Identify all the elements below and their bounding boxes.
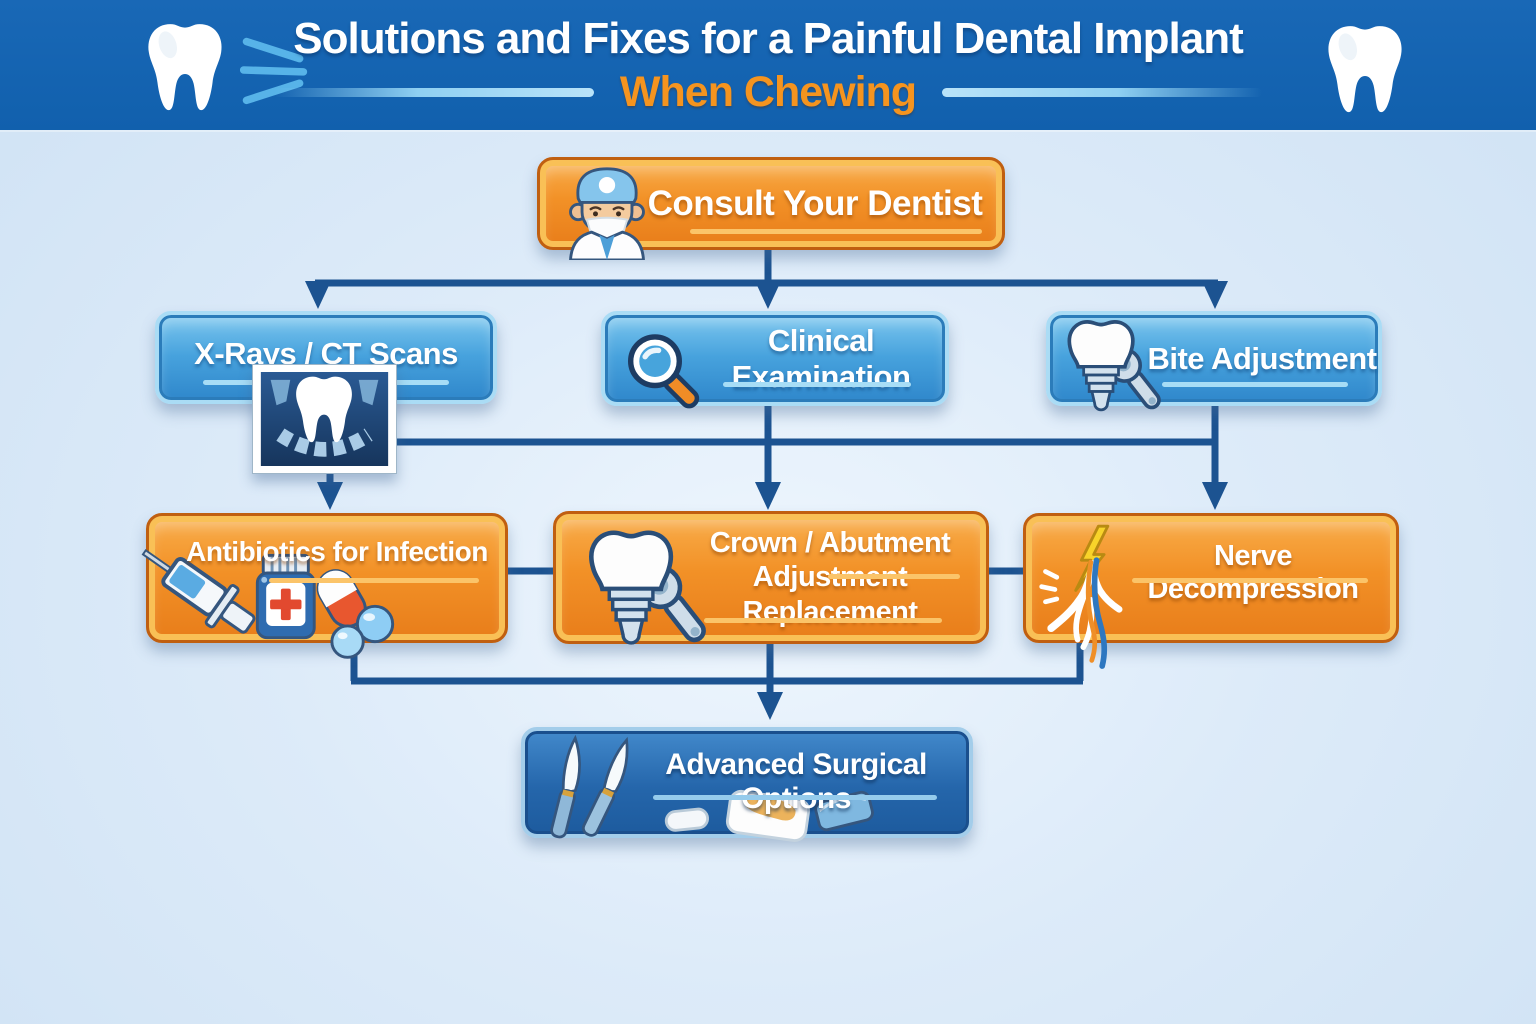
node-consult-your-dentist: Consult Your Dentist [537, 157, 1005, 260]
subtitle-row: When Chewing [0, 68, 1536, 117]
node-advanced-surgical-options: Advanced Surgical Options [521, 727, 973, 842]
label-underline [1132, 578, 1368, 583]
page-title: Solutions and Fixes for a Painful Dental… [293, 14, 1243, 63]
nerve-lightning-icon [1039, 524, 1123, 669]
magnifier-icon [628, 334, 700, 409]
node-label: Bite Adjustment [1147, 340, 1377, 376]
node-label: Nerve Decompression [1147, 540, 1359, 605]
label-underline [1162, 382, 1348, 387]
node-nerve-decompression: Nerve Decompression [1023, 513, 1399, 669]
label-underline [269, 578, 479, 583]
label-underline [704, 618, 942, 623]
node-label-line2: Replacement [742, 595, 918, 628]
node-label: Consult Your Dentist [647, 183, 983, 223]
node-antibiotics-for-infection: Antibiotics for Infection [141, 513, 508, 659]
speed-lines-icon [240, 37, 308, 105]
label-underline [690, 229, 982, 234]
subtitle-divider [273, 88, 594, 97]
page-subtitle: When Chewing [619, 68, 917, 116]
bone-graft-tools-icon [664, 789, 874, 842]
label-underline [653, 795, 937, 800]
scalpel-icon [550, 735, 629, 839]
label-underline [723, 382, 911, 387]
label-underline [828, 574, 960, 579]
node-clinical-examination: Clinical Examination [601, 311, 949, 409]
node-label: Advanced Surgical Options [665, 748, 927, 815]
syringe-medicine-icon [141, 548, 395, 659]
node-label: Antibiotics for Infection [186, 536, 488, 567]
node-label: Clinical Examination [731, 322, 911, 394]
node-xrays-ct-scans: X-Rays / CT Scans [155, 311, 497, 404]
node-bite-adjustment: Bite Adjustment [1046, 311, 1382, 406]
node-label-line1: Crown / Abutment Adjustment [709, 527, 951, 593]
subtitle-divider [942, 88, 1263, 97]
node-crown-abutment-adjustment: Crown / Abutment Adjustment Replacement [553, 511, 989, 644]
header-banner: Solutions and Fixes for a Painful Dental… [0, 0, 1536, 130]
dentist-icon [569, 167, 645, 260]
dental-xray-image [252, 364, 397, 474]
